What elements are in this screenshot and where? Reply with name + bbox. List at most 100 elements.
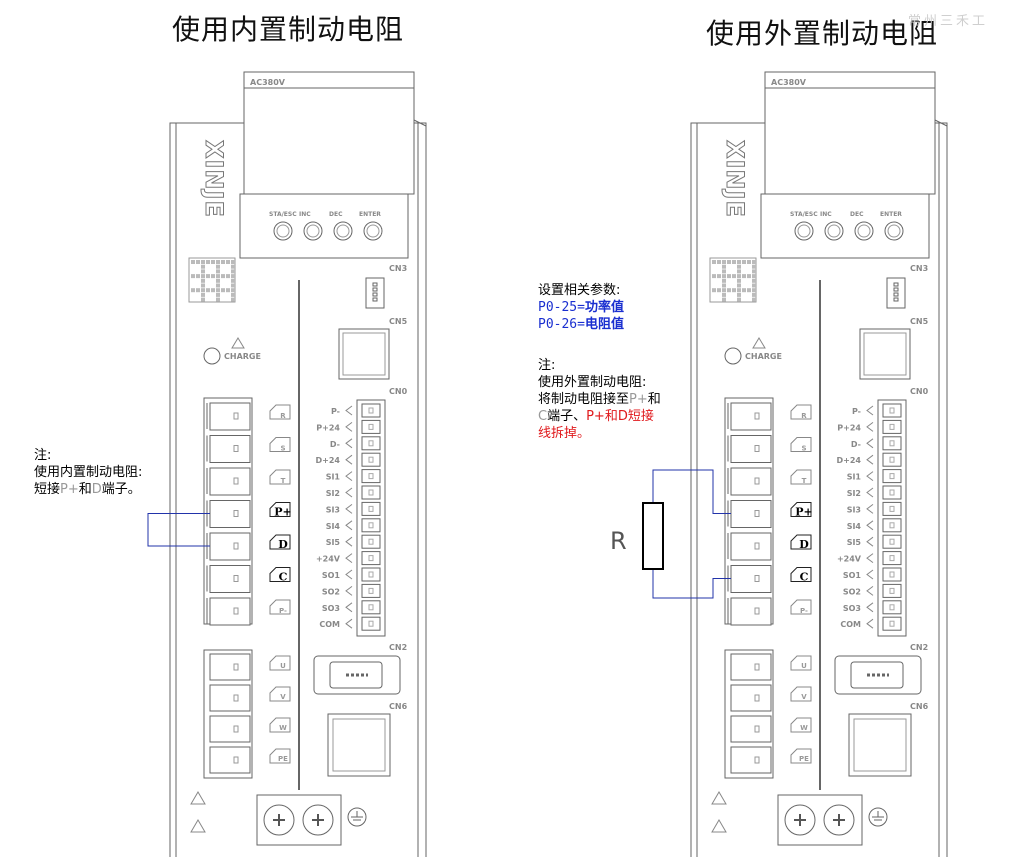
left-qr-dot bbox=[216, 292, 220, 297]
right-power-connector bbox=[764, 71, 936, 195]
right-note-line3-f: 短接 bbox=[627, 409, 654, 424]
left-qr-dot bbox=[231, 283, 235, 288]
left-qr-dot bbox=[206, 288, 210, 293]
left-keypad-button-inner-2 bbox=[336, 224, 350, 238]
left-motor-terminal-screw-2 bbox=[233, 725, 239, 733]
left-cn0-slot-hole-1 bbox=[368, 423, 374, 430]
right-power-label-plate-2 bbox=[790, 469, 812, 485]
right-qr-dot bbox=[717, 274, 721, 279]
left-cn2-label: CN2 bbox=[389, 643, 407, 652]
left-power-terminal-screw-6 bbox=[233, 607, 239, 615]
left-power-terminal-0 bbox=[209, 402, 251, 431]
right-power-terminal-label-3: P+ bbox=[795, 506, 813, 519]
right-cn0-pin-label-8: SI5 bbox=[847, 538, 862, 547]
left-power-terminal-2 bbox=[209, 467, 251, 496]
right-qr-dot bbox=[747, 274, 751, 279]
right-note-line2-b: P+ bbox=[629, 392, 648, 407]
left-cn3-label: CN3 bbox=[389, 264, 407, 273]
left-motor-terminal-0 bbox=[209, 653, 251, 681]
left-motor-terminal-label-3: PE bbox=[278, 755, 288, 763]
left-qr-dot bbox=[206, 274, 210, 279]
right-keypad-button-inner-0 bbox=[797, 224, 811, 238]
left-qr-border bbox=[188, 257, 236, 303]
left-qr-dot bbox=[201, 269, 205, 274]
right-qr-dot bbox=[732, 274, 736, 279]
left-ground-screw-cross-1 bbox=[312, 814, 324, 826]
left-motor-terminal-label-1: V bbox=[280, 693, 286, 701]
left-cn0-arrow-4 bbox=[345, 471, 353, 481]
right-motor-terminal-label-2: W bbox=[800, 724, 808, 732]
right-power-terminal-screw-2 bbox=[754, 477, 760, 485]
left-cn0-label: CN0 bbox=[389, 387, 408, 396]
right-note: 注: 使用外置制动电阻: 将制动电阻接至P+和 C端子、P+和D短接 线拆掉。 bbox=[538, 357, 661, 442]
left-note-line2-b: P+ bbox=[60, 482, 79, 497]
left-qr-dot bbox=[231, 264, 235, 269]
right-bottom-hazard-icon bbox=[711, 819, 727, 833]
left-note-line2-e: 端子。 bbox=[101, 482, 141, 497]
left-qr-dot bbox=[191, 260, 195, 264]
right-power-terminal-label-5: C bbox=[800, 571, 809, 584]
left-qr-dot bbox=[211, 260, 215, 264]
right-qr-dot bbox=[742, 288, 746, 293]
left-qr-dot bbox=[231, 274, 235, 279]
right-keypad-button-inner-1 bbox=[827, 224, 841, 238]
left-short-wire bbox=[147, 513, 210, 547]
left-power-terminal-screw-4 bbox=[233, 542, 239, 550]
left-power-label-plate-2 bbox=[269, 469, 291, 485]
right-cn6-label: CN6 bbox=[910, 702, 929, 711]
right-cn0-pin-label-1: P+24 bbox=[837, 423, 861, 432]
left-power-terminal-1 bbox=[209, 435, 251, 463]
left-cn0-slot-hole-4 bbox=[368, 473, 374, 480]
right-note-line2-c: 和 bbox=[647, 392, 661, 407]
right-qr-dot bbox=[752, 292, 756, 297]
right-qr-dot bbox=[717, 260, 721, 264]
left-cn0-arrow-8 bbox=[345, 536, 353, 547]
left-power-terminal-label-3: P+ bbox=[274, 506, 292, 519]
right-cn0-slot-hole-2 bbox=[889, 440, 895, 447]
right-cn0-slot-hole-12 bbox=[889, 604, 895, 611]
right-note-line3: C端子、P+和D短接 bbox=[538, 408, 661, 425]
right-cn0-slot-hole-9 bbox=[889, 555, 895, 562]
right-cn5-port-inner bbox=[863, 332, 907, 376]
left-qr-dot bbox=[226, 260, 230, 264]
left-btn-label-2: DEC bbox=[329, 211, 343, 218]
left-power-terminal-screw-1 bbox=[233, 445, 239, 452]
right-cn2-label: CN2 bbox=[910, 643, 928, 652]
right-power-label-plate-5 bbox=[790, 567, 812, 582]
right-bottom-warning-icon bbox=[711, 791, 727, 805]
right-cn0-arrow-12 bbox=[866, 602, 874, 613]
left-power-terminal-4 bbox=[209, 532, 251, 561]
right-qr-dot bbox=[752, 283, 756, 288]
left-qr-dot bbox=[216, 274, 220, 279]
right-qr-dot bbox=[722, 292, 726, 297]
right-cn0-slot-hole-4 bbox=[889, 473, 895, 480]
right-ground-screw-cross-1 bbox=[833, 814, 845, 826]
right-qr-dot bbox=[727, 288, 731, 293]
left-cn0-pin-label-7: SI4 bbox=[326, 522, 341, 531]
right-qr-code bbox=[709, 257, 757, 303]
right-qr-dot bbox=[732, 260, 736, 264]
right-cn0-label: CN0 bbox=[910, 387, 929, 396]
left-cn5-label: CN5 bbox=[389, 317, 408, 326]
left-title: 使用内置制动电阻 bbox=[172, 13, 405, 46]
left-power-terminal-screw-3 bbox=[233, 510, 239, 517]
right-power-terminal-label-6: P- bbox=[800, 607, 808, 615]
right-motor-terminal-1 bbox=[730, 684, 772, 712]
right-qr-dot bbox=[737, 288, 741, 293]
right-cn0-arrow-7 bbox=[866, 520, 874, 531]
right-note-line2-a: 将制动电阻接至 bbox=[538, 392, 630, 407]
left-cn5-port-inner bbox=[342, 332, 386, 376]
param-p0-25: P0-25=功率值 bbox=[538, 299, 624, 316]
left-power-terminal-label-0: R bbox=[280, 412, 286, 420]
left-qr-dot bbox=[216, 264, 220, 269]
right-motor-terminal-2 bbox=[730, 715, 772, 743]
right-motor-terminal-3 bbox=[730, 746, 772, 774]
left-qr-dot bbox=[226, 274, 230, 279]
right-btn-label-0: STA/ESC bbox=[790, 211, 818, 218]
left-btn-label-1: INC bbox=[299, 211, 311, 218]
right-btn-label-1: INC bbox=[820, 211, 832, 218]
left-cn0-arrow-12 bbox=[345, 602, 353, 613]
right-note-line3-e: D bbox=[617, 409, 628, 424]
right-qr-dot bbox=[742, 274, 746, 279]
left-note: 注: 使用内置制动电阻: 短接P+和D端子。 bbox=[34, 447, 142, 498]
